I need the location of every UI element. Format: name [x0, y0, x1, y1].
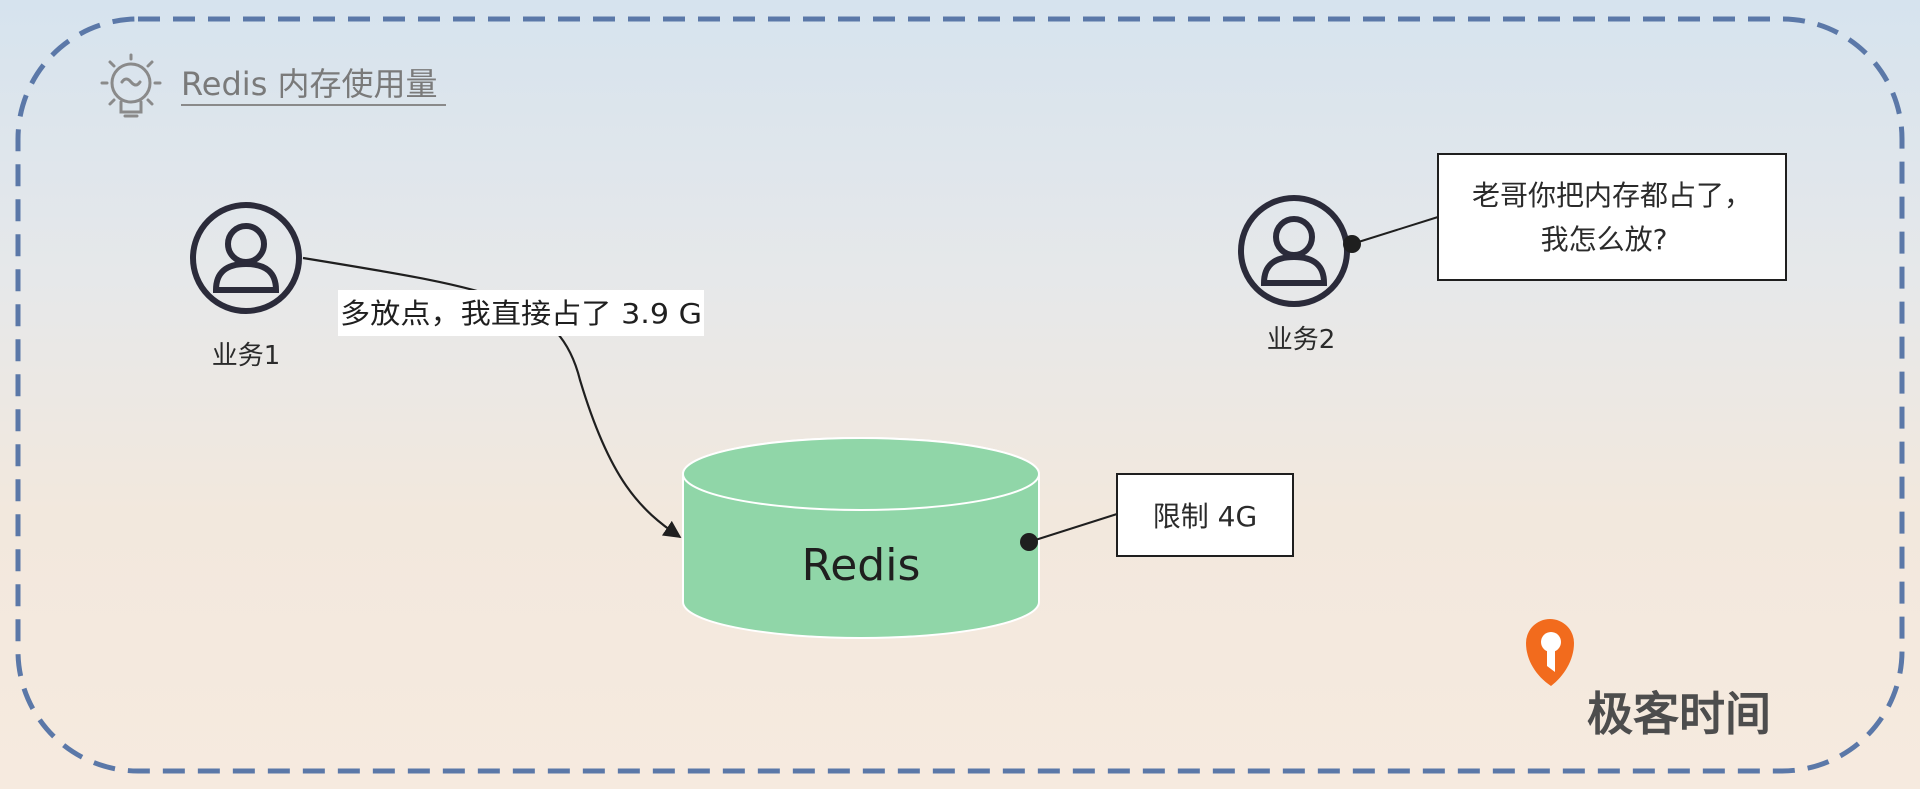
business2-callout-dot: [1343, 235, 1361, 253]
business1-actor: 业务1: [190, 202, 302, 371]
business1-label: 业务1: [212, 341, 281, 371]
callout-line2: 我怎么放?: [1541, 223, 1668, 256]
business1-to-redis-arrow: [302, 256, 682, 538]
business2-label: 业务2: [1267, 325, 1336, 355]
dashed-frame: [15, 16, 1905, 774]
redis-label: Redis: [802, 540, 921, 591]
business2-callout-connector: [1351, 216, 1439, 245]
user-icon: [1238, 195, 1350, 307]
brand-name: 极客时间: [1587, 687, 1771, 741]
limit-note-box: [1116, 473, 1294, 557]
limit-note-text: 限制 4G: [1153, 500, 1257, 533]
callout-line1: 老哥你把内存都占了，: [1472, 179, 1752, 212]
callout-box: [1437, 153, 1787, 281]
database-cylinder-top: [682, 437, 1040, 511]
page-title: Redis 内存使用量: [181, 65, 438, 103]
redis-database: Redis: [682, 437, 1040, 639]
edge-label-bg: [338, 290, 704, 336]
redis-limit-connector: [1028, 513, 1118, 543]
user-icon: [190, 202, 302, 314]
business2-actor: 业务2: [1238, 195, 1350, 355]
lightbulb-icon: [100, 53, 162, 118]
edge-label: 多放点，我直接占了 3.9 G: [340, 297, 702, 330]
redis-limit-dot: [1020, 533, 1038, 551]
geekbang-logo-icon: [1526, 619, 1574, 686]
